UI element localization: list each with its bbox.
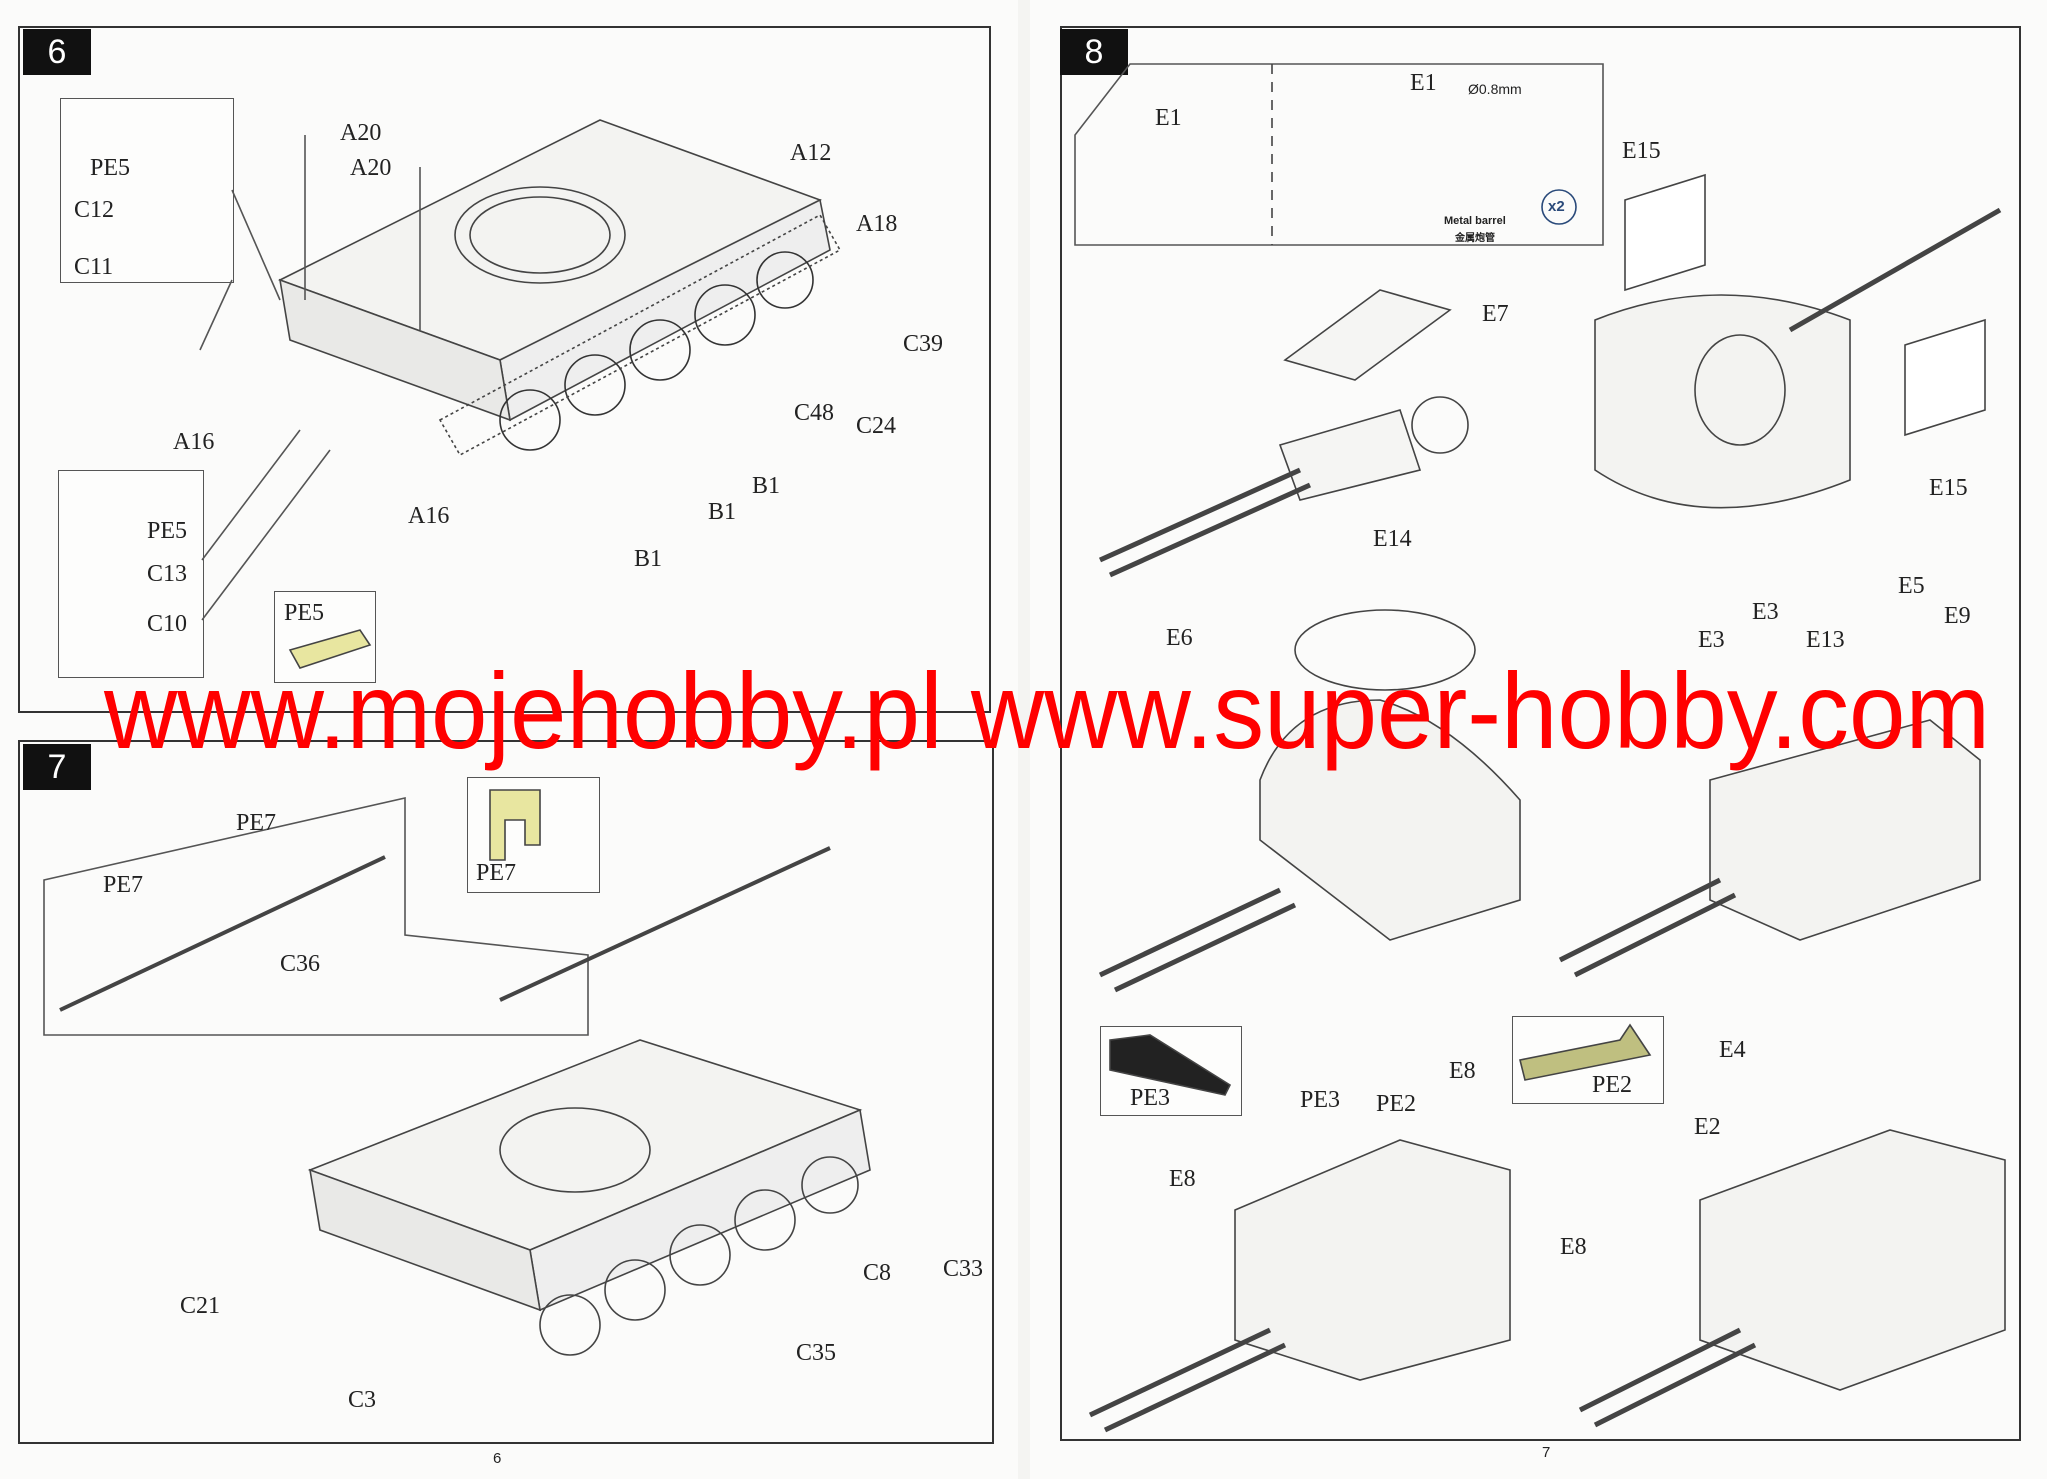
label-e1: E1 xyxy=(1410,70,1437,96)
step-7-panel xyxy=(18,740,994,1444)
step-7-pe7-inset xyxy=(43,796,589,1036)
label-e3: E3 xyxy=(1752,599,1779,625)
step-7-tank-hull xyxy=(307,1039,871,1356)
label-pe2: PE2 xyxy=(1592,1072,1633,1098)
label-e6: E6 xyxy=(1166,625,1193,651)
label-pe5: PE5 xyxy=(284,600,325,626)
label-pe7: PE7 xyxy=(476,860,517,886)
label-pe3: PE3 xyxy=(1130,1085,1171,1111)
label-c3: C3 xyxy=(348,1387,377,1413)
step-6-panel xyxy=(18,26,991,713)
label-c13: C13 xyxy=(147,561,188,587)
label-e14: E14 xyxy=(1373,526,1412,552)
label-c8: C8 xyxy=(863,1260,892,1286)
step-6-inset-c13 xyxy=(58,470,204,678)
step-6-number: 6 xyxy=(23,29,91,75)
step-8-turret-assembly-a xyxy=(1098,609,1521,993)
label-e8: E8 xyxy=(1449,1058,1476,1084)
page-number-left: 6 xyxy=(493,1450,502,1467)
step-8-cradle xyxy=(1098,289,1469,578)
label-e5: E5 xyxy=(1898,573,1925,599)
step-8-number: 8 xyxy=(1060,29,1128,75)
label-e13: E13 xyxy=(1806,627,1845,653)
step-6-inset-c12 xyxy=(60,98,234,283)
label-e15: E15 xyxy=(1929,475,1968,501)
label-e3: E3 xyxy=(1698,627,1725,653)
step-8-turret-assembly-b xyxy=(1558,719,1981,978)
step-8-panel xyxy=(1060,26,2021,1441)
step-6-tank-hull xyxy=(277,119,842,457)
step-8-turret-open xyxy=(1594,173,2002,509)
label-a12: A12 xyxy=(790,140,832,166)
label-a20: A20 xyxy=(340,120,382,146)
metal-barrel-note: Metal barrel xyxy=(1444,215,1506,227)
label-c39: C39 xyxy=(903,331,944,357)
label-c11: C11 xyxy=(74,254,114,280)
label-c35: C35 xyxy=(796,1340,837,1366)
label-a16: A16 xyxy=(173,429,215,455)
label-b1: B1 xyxy=(634,546,663,572)
label-e2: E2 xyxy=(1694,1114,1721,1140)
drill-size: Ø0.8mm xyxy=(1468,81,1522,97)
label-a20: A20 xyxy=(350,155,392,181)
step-7-pe7-part xyxy=(489,789,541,861)
step-8-pe3-part xyxy=(1109,1034,1232,1096)
label-c36: C36 xyxy=(280,951,321,977)
label-e8: E8 xyxy=(1169,1166,1196,1192)
label-e1: E1 xyxy=(1155,105,1182,131)
step-8-barrel-inset xyxy=(1074,63,1604,246)
label-c24: C24 xyxy=(856,413,897,439)
metal-barrel-note-cn: 金属炮管 xyxy=(1455,233,1495,244)
step-8-pe2-part xyxy=(1519,1023,1652,1081)
label-e7: E7 xyxy=(1482,301,1509,327)
step-8-turret-assembly-d xyxy=(1578,1129,2006,1428)
label-c21: C21 xyxy=(180,1293,221,1319)
page-number-right: 7 xyxy=(1542,1444,1551,1461)
label-c10: C10 xyxy=(147,611,188,637)
x2-icon xyxy=(1541,189,1577,225)
label-c33: C33 xyxy=(943,1256,984,1282)
step-6-pe5-part xyxy=(288,629,372,669)
label-a18: A18 xyxy=(856,211,898,237)
quantity-x2: x2 xyxy=(1548,198,1565,215)
label-e4: E4 xyxy=(1719,1037,1746,1063)
label-e15: E15 xyxy=(1622,138,1661,164)
label-c48: C48 xyxy=(794,400,835,426)
label-e9: E9 xyxy=(1944,603,1971,629)
label-pe2: PE2 xyxy=(1376,1091,1417,1117)
label-e8: E8 xyxy=(1560,1234,1587,1260)
label-pe7: PE7 xyxy=(103,872,144,898)
label-pe5: PE5 xyxy=(90,155,131,181)
label-c12: C12 xyxy=(74,197,115,223)
label-b1: B1 xyxy=(708,499,737,525)
step-7-number: 7 xyxy=(23,744,91,790)
step-8-turret-assembly-c xyxy=(1088,1139,1511,1433)
label-pe7: PE7 xyxy=(236,810,277,836)
label-a16: A16 xyxy=(408,503,450,529)
label-pe3: PE3 xyxy=(1300,1087,1341,1113)
label-pe5: PE5 xyxy=(147,518,188,544)
label-b1: B1 xyxy=(752,473,781,499)
